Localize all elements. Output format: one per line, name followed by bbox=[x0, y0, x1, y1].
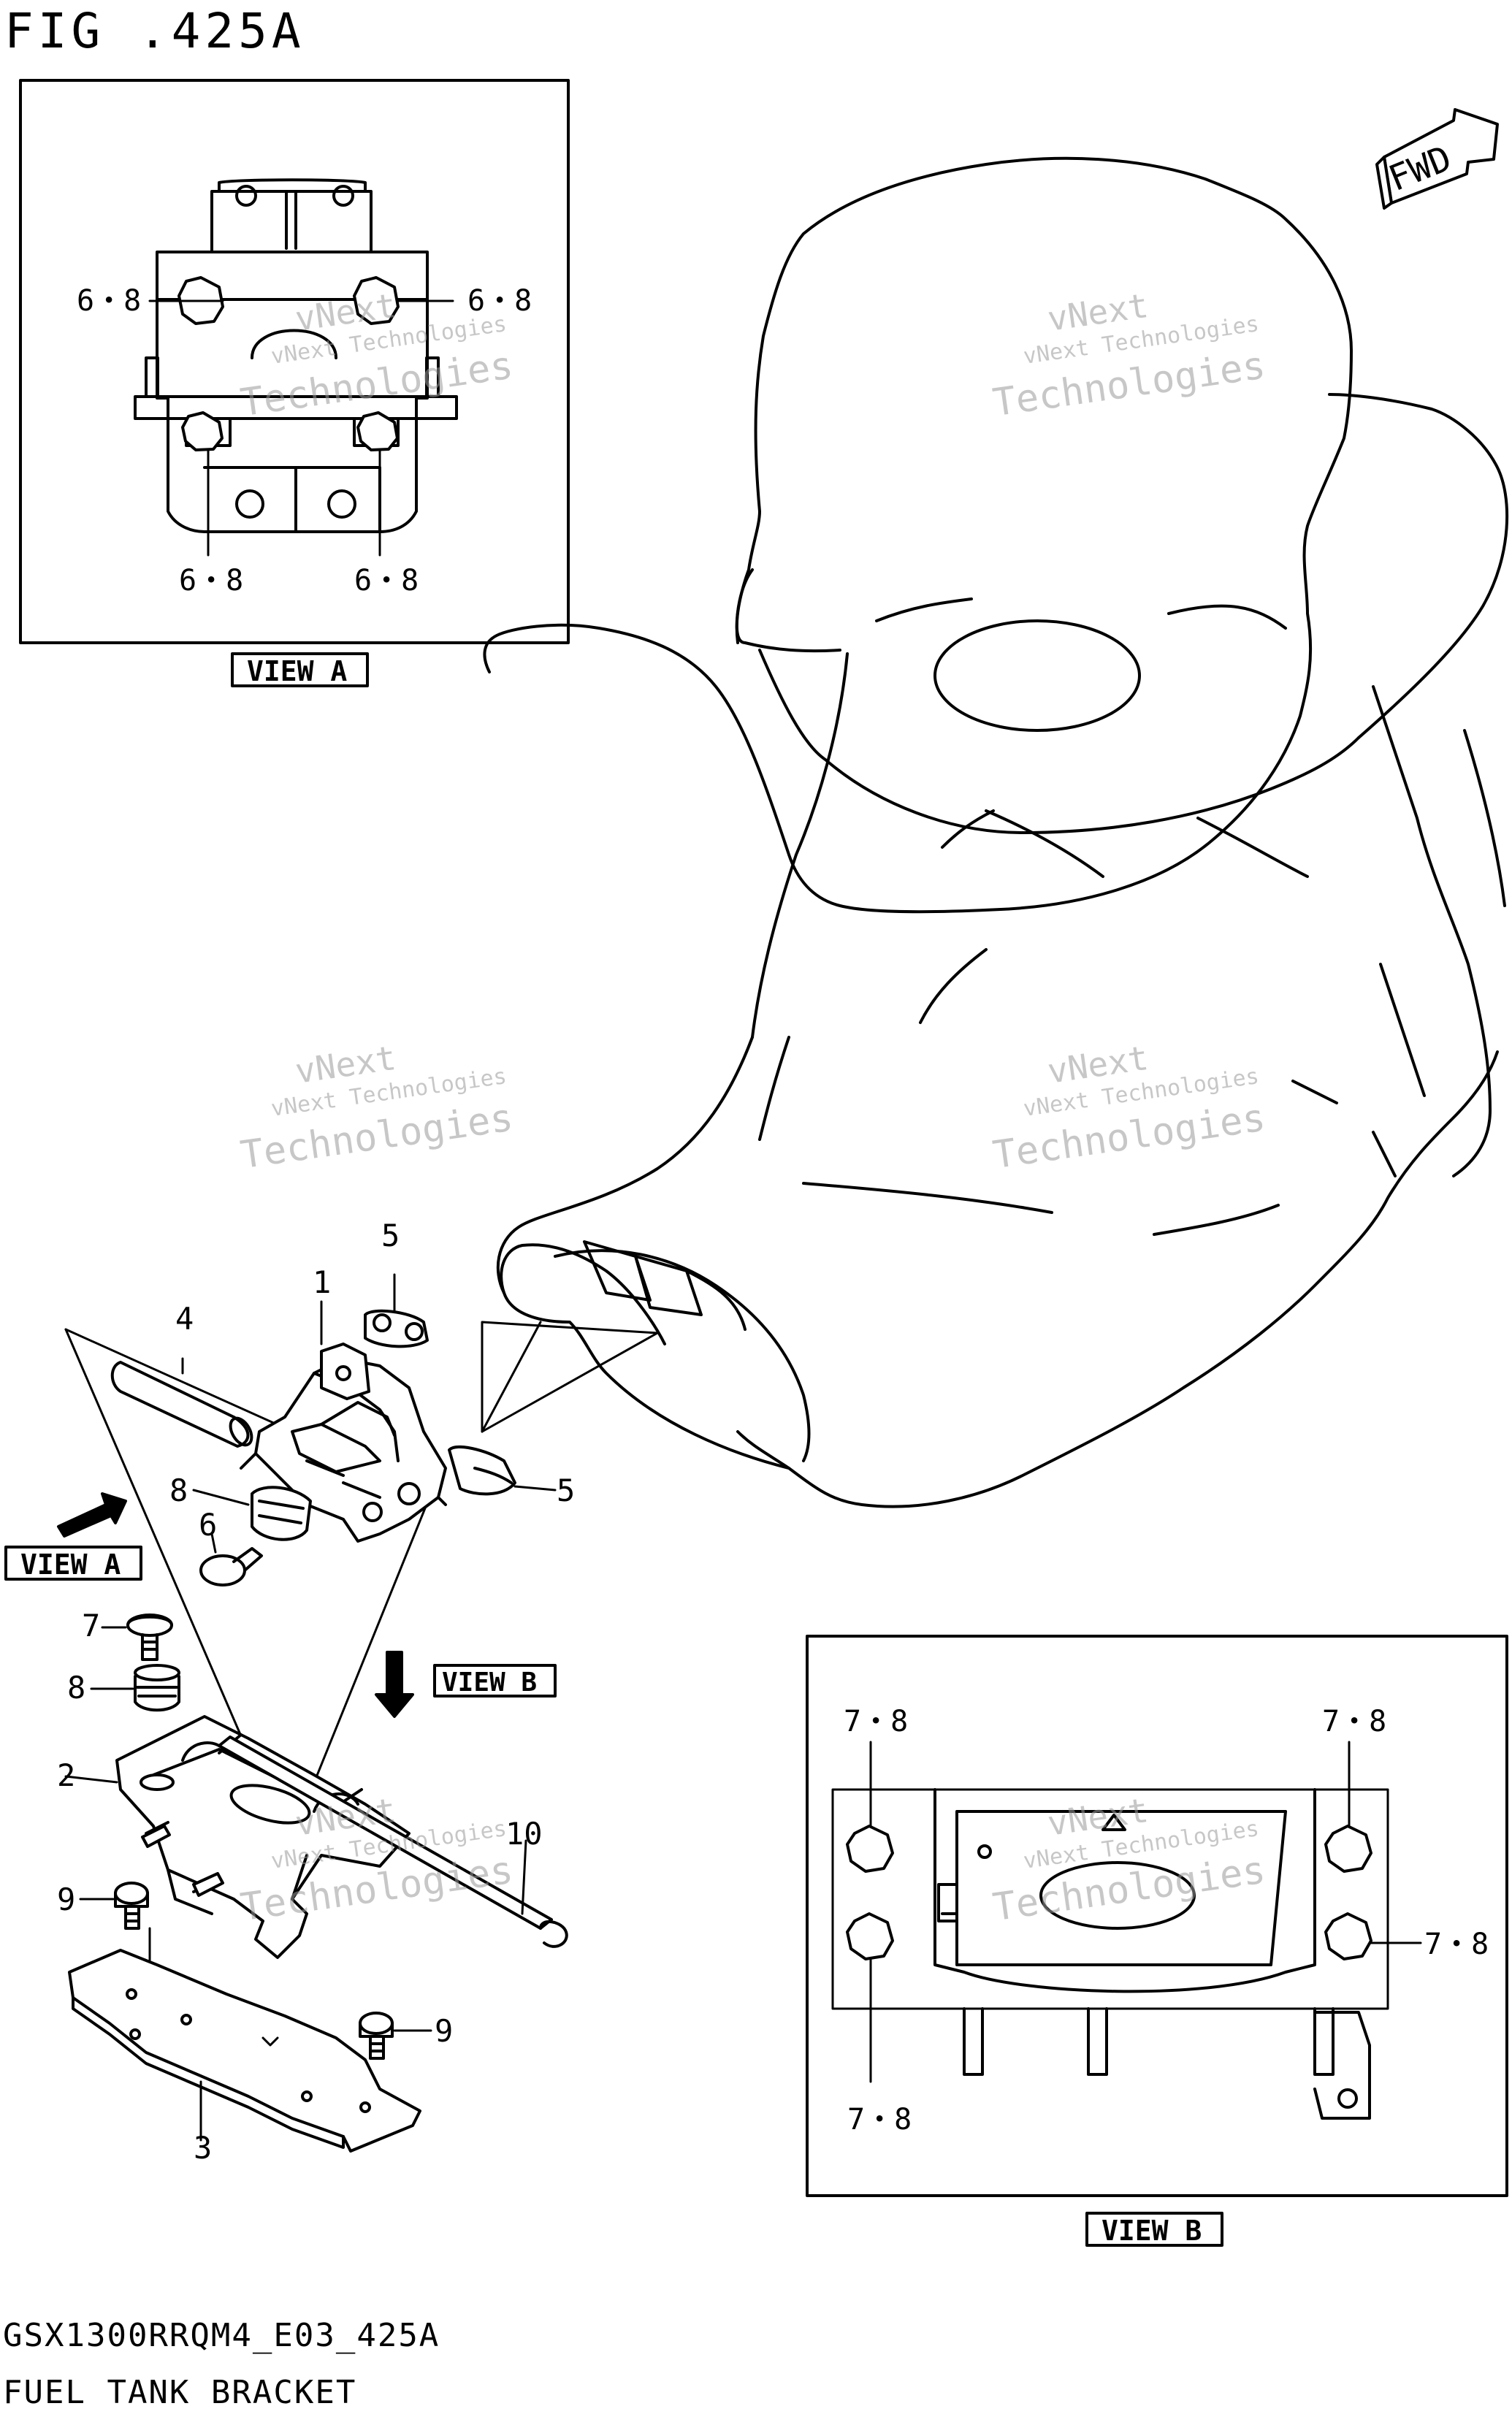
view-a-wedge bbox=[64, 1321, 659, 1820]
view-b-callout-tl: 7・8 bbox=[844, 1705, 908, 1738]
part-8-grommet-upper bbox=[192, 1486, 312, 1541]
view-b-callout-bl: 7・8 bbox=[847, 2103, 912, 2136]
callout-5b: 5 bbox=[557, 1473, 575, 1508]
view-b-pointer-label: VIEW B bbox=[442, 1668, 537, 1698]
view-b-label: VIEW B bbox=[1101, 2215, 1202, 2247]
watermark-6: vNext Technologies vNext Technologies bbox=[990, 1790, 1268, 1930]
part-5-cushion-top bbox=[364, 1273, 429, 1348]
part-9-bolt-left bbox=[79, 1882, 149, 1930]
callout-numbers: 1 4 5 5 8 6 7 8 2 10 9 9 3 bbox=[57, 1218, 575, 2166]
part-4-rod bbox=[110, 1357, 253, 1448]
view-a-callout-tr: 6・8 bbox=[467, 284, 532, 318]
view-b-arrow-icon: VIEW B bbox=[375, 1651, 557, 1718]
part-7-bolt bbox=[101, 1614, 173, 1661]
watermark-4: vNext Technologies vNext Technologies bbox=[990, 1038, 1268, 1177]
part-2-lower-bracket bbox=[64, 1715, 411, 1959]
callout-8a: 8 bbox=[169, 1473, 188, 1508]
bracket-studs bbox=[141, 1825, 224, 1897]
callout-1: 1 bbox=[313, 1264, 331, 1300]
view-b-callout-mr: 7・8 bbox=[1424, 1928, 1489, 1961]
view-a-label-box: VIEW A bbox=[231, 652, 369, 687]
watermark-3: vNext Technologies vNext Technologies bbox=[238, 1038, 516, 1177]
part-3-base-plate bbox=[68, 1949, 421, 2153]
callout-8b: 8 bbox=[67, 1670, 85, 1706]
fuel-tank bbox=[483, 156, 1509, 1508]
part-6-bolt bbox=[199, 1532, 263, 1586]
callout-10: 10 bbox=[505, 1816, 543, 1852]
callout-3: 3 bbox=[194, 2130, 212, 2166]
view-b-inset: 7・8 7・8 7・8 7・8 bbox=[806, 1635, 1508, 2197]
figure-title: FIG .425A bbox=[4, 3, 305, 59]
view-a-inset: 6・8 6・8 6・8 6・8 bbox=[19, 79, 570, 644]
callout-7: 7 bbox=[82, 1608, 100, 1643]
view-b-callout-tr: 7・8 bbox=[1322, 1705, 1386, 1738]
part-8-grommet-lower bbox=[90, 1664, 180, 1712]
figure-name: FUEL TANK BRACKET bbox=[3, 2374, 357, 2411]
view-a-callout-tl: 6・8 bbox=[77, 284, 141, 318]
callout-5a: 5 bbox=[381, 1218, 400, 1253]
part-10-long-bolt bbox=[218, 1735, 568, 1948]
part-5-cushion-right bbox=[448, 1445, 557, 1496]
callout-9a: 9 bbox=[57, 1882, 75, 1917]
callout-4: 4 bbox=[175, 1301, 194, 1337]
watermark-2: vNext Technologies vNext Technologies bbox=[990, 286, 1268, 425]
callout-9b: 9 bbox=[435, 2013, 453, 2049]
part-9-bolt-right bbox=[359, 2012, 432, 2060]
figure-code: GSX1300RRQM4_E03_425A bbox=[3, 2317, 440, 2354]
view-b-label-box: VIEW B bbox=[1085, 2212, 1223, 2247]
callout-6: 6 bbox=[199, 1507, 217, 1543]
view-a-callout-br: 6・8 bbox=[354, 564, 419, 597]
view-a-arrow-icon: VIEW A bbox=[4, 1492, 142, 1581]
view-a-pointer-label: VIEW A bbox=[20, 1548, 121, 1581]
callout-2: 2 bbox=[57, 1757, 75, 1793]
view-a-callout-bl: 6・8 bbox=[179, 564, 243, 597]
view-a-label: VIEW A bbox=[247, 655, 347, 687]
fwd-arrow-icon: FWD bbox=[1375, 108, 1499, 210]
